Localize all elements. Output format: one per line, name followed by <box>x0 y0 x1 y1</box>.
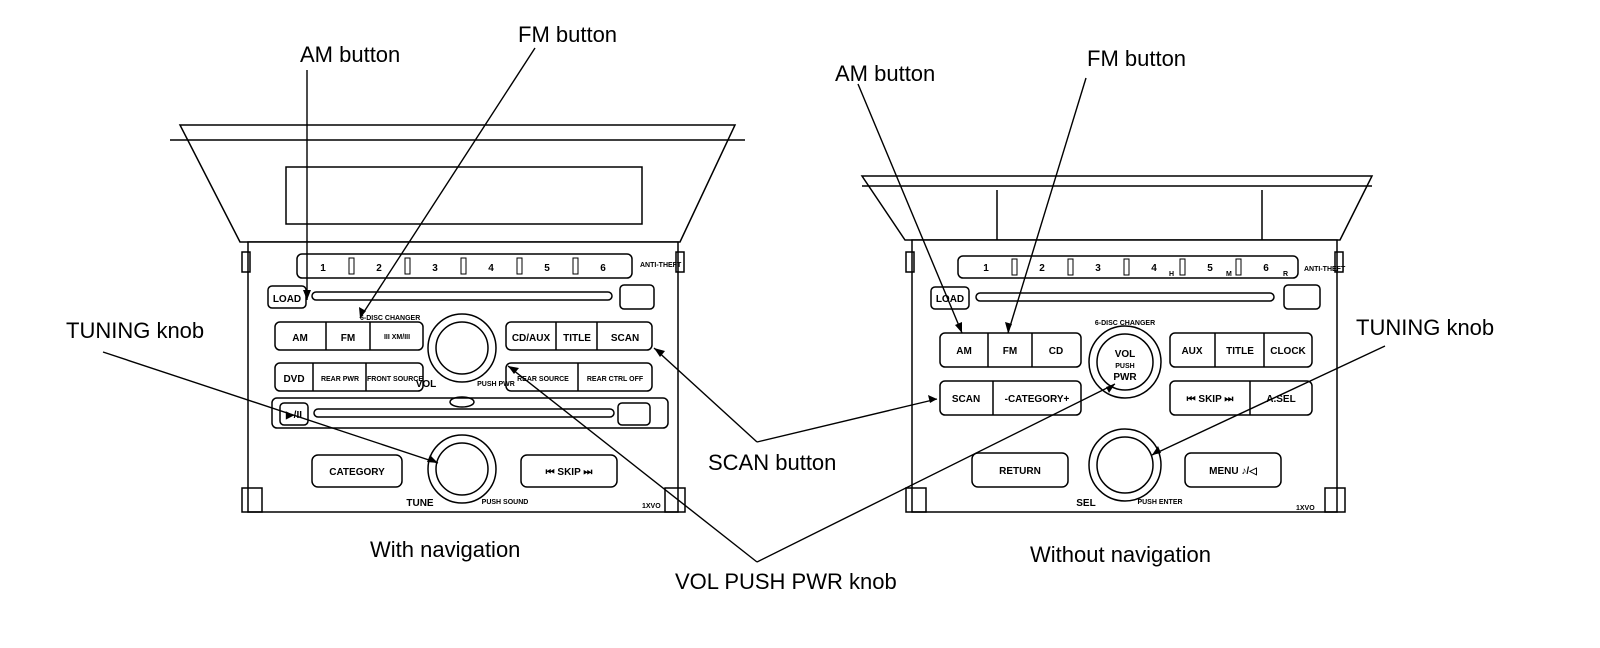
left-xm-button: III XM/III <box>384 334 410 341</box>
right-am-button: AM <box>956 346 972 357</box>
left-scan-button: SCAN <box>611 333 639 344</box>
leader-vol-right <box>756 383 1116 563</box>
right-aux-button: AUX <box>1181 346 1202 357</box>
right-preset-divider <box>1011 258 1018 276</box>
left-front-source-button: FRONT SOURCE <box>367 376 423 383</box>
left-preset-divider <box>572 257 579 275</box>
right-preset-divider <box>1067 258 1074 276</box>
right-clock-button: CLOCK <box>1270 346 1306 357</box>
right-preset-3-button: 3 <box>1095 263 1101 274</box>
left-preset-1-button: 1 <box>320 263 326 274</box>
arrowheads <box>303 290 1161 463</box>
callout-fm-right: FM button <box>1087 46 1186 71</box>
left-preset-numbers: 1 2 3 4 5 6 <box>320 257 606 275</box>
right-title-button: TITLE <box>1226 346 1254 357</box>
leader-am-right <box>857 83 963 334</box>
right-unit-labels: 1 2 3 4 5 6H M R ANTI-THEFT LOAD 6-DISC CHANGER… <box>936 258 1346 512</box>
callout-fm-left: FM button <box>518 22 617 47</box>
left-preset-4-button: 4 <box>488 263 494 274</box>
right-radio-unit <box>860 175 1374 513</box>
right-preset-1-button: 1 <box>983 263 989 274</box>
callout-tuning-left: TUNING knob <box>66 318 204 343</box>
right-cd-button: CD <box>1049 346 1063 357</box>
callout-am-right: AM button <box>835 61 935 86</box>
leader-scan-right <box>756 398 938 443</box>
right-vol-label: VOL <box>1115 349 1136 360</box>
left-rear-pwr-button: REAR PWR <box>321 376 359 383</box>
right-fm-button: FM <box>1003 346 1017 357</box>
callout-scan: SCAN button <box>708 450 836 475</box>
right-preset-5-button: 5 <box>1207 263 1213 274</box>
left-push-sound-label: PUSH SOUND <box>482 499 529 506</box>
left-preset-divider <box>516 257 523 275</box>
right-preset-4-button: 4 <box>1151 263 1157 274</box>
right-scan-button: SCAN <box>952 394 980 405</box>
right-preset-mark-m: M <box>1226 271 1232 278</box>
right-preset-6-button: 6 <box>1263 263 1269 274</box>
leader-lines <box>102 47 1386 563</box>
left-am-button: AM <box>292 333 308 344</box>
left-radio-unit <box>170 124 745 513</box>
right-preset-divider <box>1123 258 1130 276</box>
left-display-screen <box>285 166 643 225</box>
right-preset-divider <box>1179 258 1186 276</box>
left-load-button: LOAD <box>273 294 301 305</box>
left-changer-label: 6-DISC CHANGER <box>360 315 420 322</box>
left-cd-aux-button: CD/AUX <box>512 333 551 344</box>
caption-left: With navigation <box>370 537 520 562</box>
right-menu-button: MENU ♪/◁ <box>1209 466 1257 477</box>
left-rear-source-button: REAR SOURCE <box>517 376 569 383</box>
left-fm-button: FM <box>341 333 355 344</box>
right-preset-2-button: 2 <box>1039 263 1045 274</box>
left-preset-2-button: 2 <box>376 263 382 274</box>
right-sel-label: SEL <box>1076 498 1095 509</box>
callout-vol: VOL PUSH PWR knob <box>675 569 897 594</box>
right-a-sel-button: A.SEL <box>1266 394 1295 405</box>
right-skip-button: ⏮ SKIP ⏭ <box>1187 394 1234 405</box>
captions: With navigation Without navigation <box>370 537 1211 567</box>
left-preset-6-button: 6 <box>600 263 606 274</box>
right-changer-label: 6-DISC CHANGER <box>1095 320 1155 327</box>
left-anti-theft-label: ANTI-THEFT <box>640 262 682 269</box>
caption-right: Without navigation <box>1030 542 1211 567</box>
callout-labels: AM button FM button TUNING knob AM butto… <box>66 22 1494 594</box>
left-preset-divider <box>404 257 411 275</box>
right-preset-numbers: 1 2 3 4 5 6H M R <box>983 258 1288 278</box>
callout-am-left: AM button <box>300 42 400 67</box>
left-category-button: CATEGORY <box>329 467 385 478</box>
left-skip-button: ⏮ SKIP ⏭ <box>546 467 593 478</box>
callout-tuning-right: TUNING knob <box>1356 315 1494 340</box>
leader-scan-left <box>653 347 758 443</box>
right-push-label: PUSH <box>1115 363 1134 370</box>
right-preset-divider <box>1235 258 1242 276</box>
right-category-button: -CATEGORY+ <box>1005 394 1070 405</box>
left-preset-divider <box>348 257 355 275</box>
left-push-pwr-label: PUSH PWR <box>477 381 515 388</box>
right-load-button: LOAD <box>936 294 964 305</box>
right-model-code: 1XVO <box>1296 505 1315 512</box>
leader-tuning-right <box>1151 345 1386 456</box>
right-preset-mark-h: H <box>1169 271 1174 278</box>
left-preset-5-button: 5 <box>544 263 550 274</box>
right-pwr-label: PWR <box>1113 372 1137 383</box>
left-preset-3-button: 3 <box>432 263 438 274</box>
leader-fm-left <box>359 47 536 319</box>
leader-vol-left <box>507 365 758 563</box>
right-anti-theft-label: ANTI-THEFT <box>1304 266 1346 273</box>
leader-fm-right <box>1007 77 1087 334</box>
right-preset-mark-r: R <box>1283 271 1288 278</box>
left-tune-label: TUNE <box>406 498 434 509</box>
left-dvd-button: DVD <box>283 374 304 385</box>
left-rear-ctrl-off-button: REAR CTRL OFF <box>587 376 644 383</box>
left-title-button: TITLE <box>563 333 591 344</box>
right-return-button: RETURN <box>999 466 1041 477</box>
leader-tuning-left <box>102 351 439 464</box>
left-preset-divider <box>460 257 467 275</box>
left-model-code: 1XVO <box>642 503 661 510</box>
left-vol-label: VOL <box>416 379 437 390</box>
right-push-enter-label: PUSH ENTER <box>1137 499 1182 506</box>
